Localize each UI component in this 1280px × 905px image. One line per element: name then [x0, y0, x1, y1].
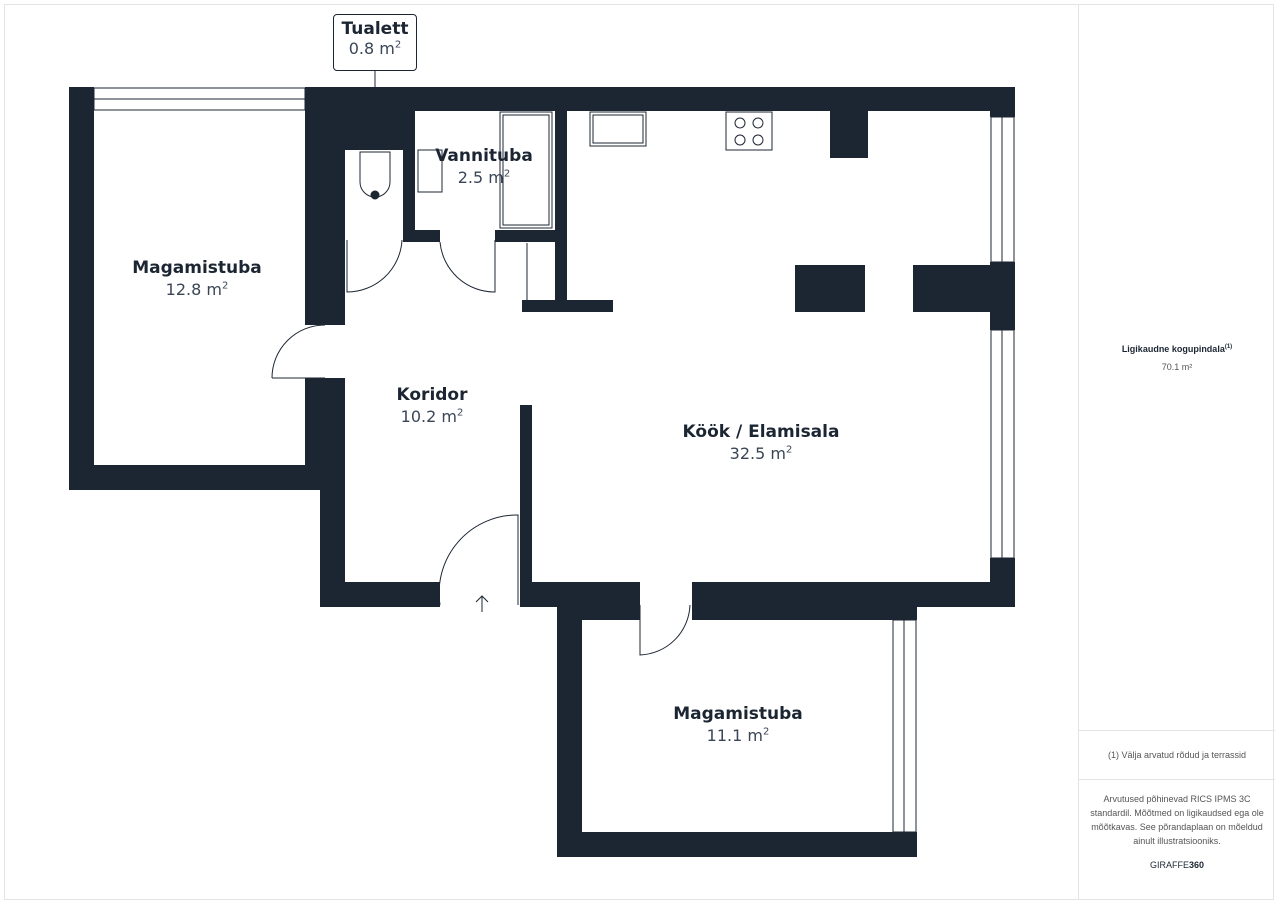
room-name: Köök / Elamisala [682, 422, 840, 442]
brand-logo: GIRAFFE360 [1089, 858, 1265, 872]
sup: 2 [785, 444, 793, 456]
room-label-bedroom-2: Magamistuba 11.1 m2 [673, 704, 803, 745]
divider [1079, 779, 1275, 780]
sup: 2 [221, 280, 229, 292]
brand-name: GIRAFFE [1149, 860, 1189, 870]
fixtures [271, 71, 773, 656]
room-name: Magamistuba [673, 704, 803, 724]
room-area: 10.2 m [400, 407, 457, 426]
room-area: 11.1 m [706, 726, 763, 745]
disclaimer-block: Arvutused põhinevad RICS IPMS 3C standar… [1089, 792, 1265, 872]
page-frame [4, 4, 1274, 900]
room-name: Tualett [341, 19, 409, 39]
room-area: 0.8 m [348, 39, 395, 58]
footnote: (1) Välja arvatud rõdud ja terrassid [1107, 750, 1247, 760]
info-sidebar: Ligikaudne kogupindala(1) 70.1 m² (1) Vä… [1078, 4, 1275, 900]
footnote-marker: (1) [1224, 344, 1233, 350]
room-label-corridor: Koridor 10.2 m2 [397, 385, 468, 426]
divider [1079, 730, 1275, 731]
total-area-value: 70.1 m² [1161, 362, 1193, 372]
windows [93, 87, 1015, 833]
room-area: 2.5 m [457, 168, 504, 187]
room-name: Koridor [396, 385, 468, 405]
sup: 2 [503, 168, 511, 180]
room-label-bathroom: Vannituba 2.5 m2 [435, 146, 533, 187]
room-area: 12.8 m [165, 280, 222, 299]
disclaimer: Arvutused põhinevad RICS IPMS 3C standar… [1090, 794, 1264, 846]
total-area-label: Ligikaudne kogupindala(1) [1079, 340, 1275, 356]
room-label-kitchen: Köök / Elamisala 32.5 m2 [683, 422, 840, 463]
room-name: Magamistuba [132, 258, 262, 278]
walls [69, 87, 1015, 857]
room-label-bedroom-1: Magamistuba 12.8 m2 [132, 258, 262, 299]
room-name: Vannituba [435, 146, 533, 166]
brand-number: 360 [1188, 860, 1205, 870]
sup: 2 [456, 407, 464, 419]
room-area: 32.5 m [729, 444, 786, 463]
sup: 2 [762, 726, 770, 738]
sup: 2 [394, 39, 402, 51]
total-label: Ligikaudne kogupindala [1121, 344, 1225, 354]
floor-plan [69, 71, 1015, 857]
toilet-callout: Tualett 0.8 m2 [333, 14, 417, 71]
